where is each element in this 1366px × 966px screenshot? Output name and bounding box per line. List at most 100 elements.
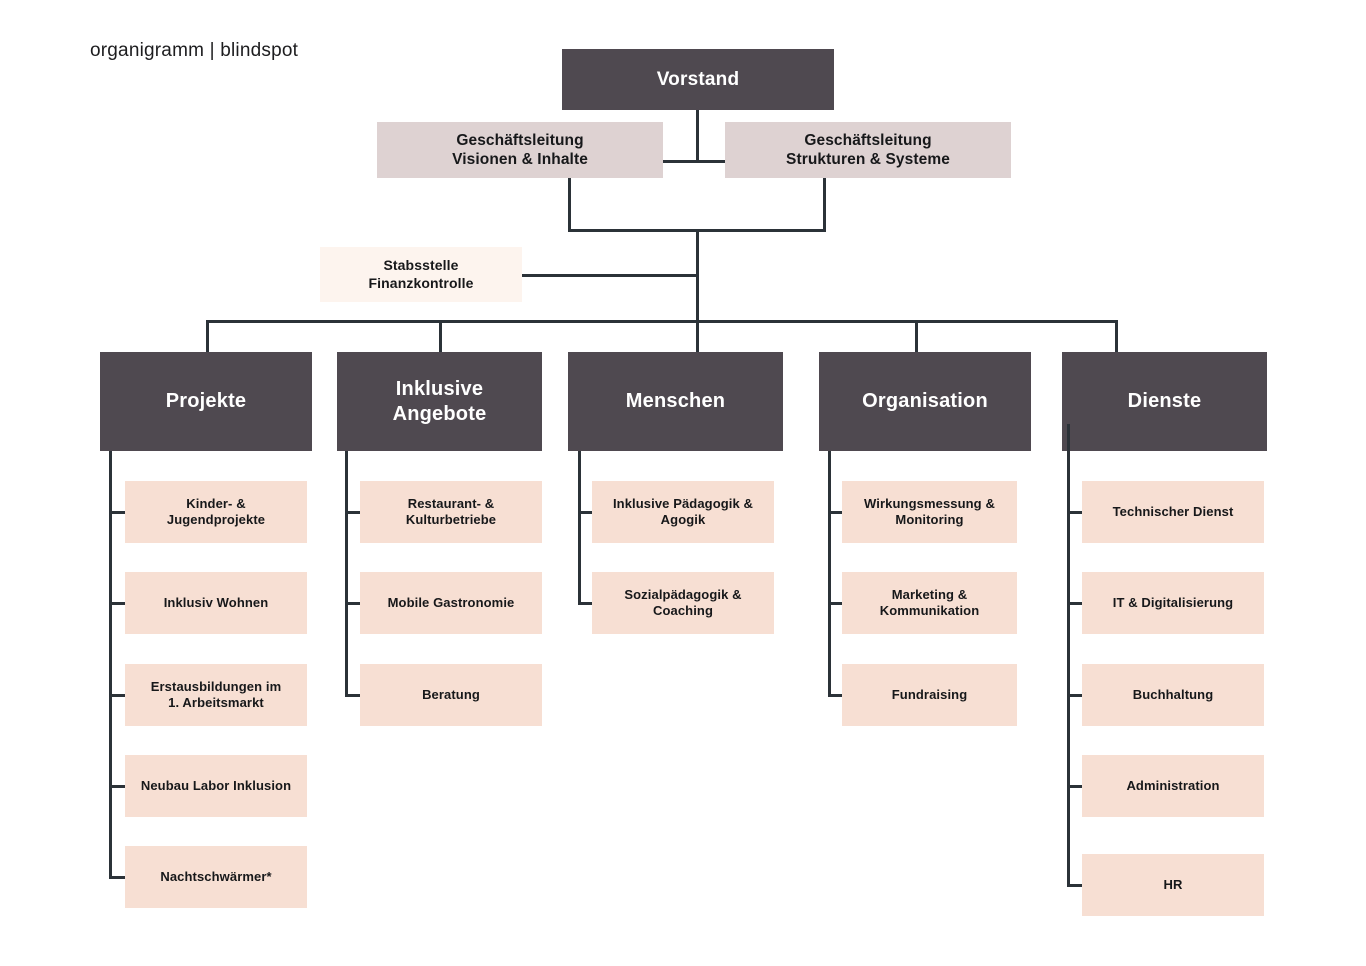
dept-0-title-line1: Projekte xyxy=(165,390,247,412)
exec-1-line1: Geschäftsleitung xyxy=(804,131,932,149)
staff-line2: Finanzkontrolle xyxy=(368,274,474,291)
connector-stub-inklusive-angebote-2 xyxy=(345,694,363,697)
exec-1-line2: Strukturen & Systeme xyxy=(786,151,950,168)
box-department-menschen[interactable]: Menschen xyxy=(568,352,783,451)
box-item-organisation-0[interactable]: Wirkungsmessung & Monitoring xyxy=(842,481,1017,543)
connector-stub-projekte-0 xyxy=(109,511,127,514)
box-item-menschen-1[interactable]: Sozialpädagogik & Coaching xyxy=(592,572,774,634)
box-department-projekte[interactable]: Projekte xyxy=(100,352,312,451)
box-item-organisation-1[interactable]: Marketing & Kommunikation xyxy=(842,572,1017,634)
connector-staff-link xyxy=(521,274,699,277)
dept-0-item-3-line1: Neubau Labor Inklusion xyxy=(140,777,292,793)
connector-stub-menschen-0 xyxy=(578,511,596,514)
dept-4-title-line1: Dienste xyxy=(1127,390,1202,412)
connector-drop-menschen xyxy=(696,320,699,352)
dept-0-item-2-line2: 1. Arbeitsmarkt xyxy=(168,695,264,710)
connector-stub-dienste-4 xyxy=(1067,884,1085,887)
dept-0-item-4-line1: Nachtschwärmer* xyxy=(160,868,272,884)
box-item-dienste-2[interactable]: Buchhaltung xyxy=(1082,664,1264,726)
dept-1-item-1-line1: Mobile Gastronomie xyxy=(387,594,515,610)
connector-drop-dienste xyxy=(1115,320,1118,352)
box-item-organisation-2[interactable]: Fundraising xyxy=(842,664,1017,726)
connector-stub-inklusive-angebote-1 xyxy=(345,602,363,605)
box-item-dienste-3[interactable]: Administration xyxy=(1082,755,1264,817)
box-department-inklusive-angebote[interactable]: Inklusive Angebote xyxy=(337,352,542,451)
box-department-dienste[interactable]: Dienste xyxy=(1062,352,1267,451)
connector-exec-bar xyxy=(662,160,736,163)
dept-1-title-line2: Angebote xyxy=(392,402,487,425)
connector-drop-projekte xyxy=(206,320,209,352)
box-geschaeftsleitung-strukturen-systeme[interactable]: Geschäftsleitung Strukturen & Systeme xyxy=(725,122,1011,178)
connector-exec-right-down xyxy=(823,178,826,231)
dept-0-item-0-line1: Kinder- & xyxy=(186,495,246,511)
connector-drop-inklusive-angebote xyxy=(439,320,442,352)
dept-3-title-line1: Organisation xyxy=(862,390,988,412)
connector-department-bus xyxy=(206,320,1118,323)
connector-stub-dienste-1 xyxy=(1067,602,1085,605)
connector-stub-projekte-2 xyxy=(109,694,127,697)
dept-4-item-1-line1: IT & Digitalisierung xyxy=(1112,594,1234,610)
connector-trunk-dienste xyxy=(1067,424,1070,886)
exec-0-line1: Geschäftsleitung xyxy=(456,131,584,149)
connector-stub-inklusive-angebote-0 xyxy=(345,511,363,514)
exec-0-line2: Visionen & Inhalte xyxy=(452,151,588,168)
dept-3-item-1-line1: Marketing & xyxy=(891,586,968,602)
box-item-menschen-0[interactable]: Inklusive Pädagogik & Agogik xyxy=(592,481,774,543)
box-item-projekte-0[interactable]: Kinder- & Jugendprojekte xyxy=(125,481,307,543)
dept-4-item-0-line1: Technischer Dienst xyxy=(1112,503,1234,519)
connector-trunk-menschen xyxy=(578,451,581,604)
dept-1-title-line1: Inklusive xyxy=(395,377,484,400)
dept-1-item-0-line1: Restaurant- & xyxy=(407,495,495,511)
dept-2-item-0-line1: Inklusive Pädagogik & xyxy=(612,495,754,511)
connector-exec-left-down xyxy=(568,178,571,231)
connector-stub-projekte-4 xyxy=(109,876,127,879)
connector-stub-projekte-3 xyxy=(109,785,127,788)
dept-1-item-0-line2: Kulturbetriebe xyxy=(405,512,497,527)
box-item-dienste-0[interactable]: Technischer Dienst xyxy=(1082,481,1264,543)
box-vorstand-label: Vorstand xyxy=(656,68,740,90)
connector-stub-organisation-1 xyxy=(828,602,846,605)
connector-stub-menschen-1 xyxy=(578,602,596,605)
page-title: organigramm | blindspot xyxy=(90,40,299,61)
box-department-organisation[interactable]: Organisation xyxy=(819,352,1031,451)
dept-3-item-1-line2: Kommunikation xyxy=(879,603,980,618)
dept-0-item-1-line1: Inklusiv Wohnen xyxy=(163,594,269,610)
dept-3-item-0-line2: Monitoring xyxy=(895,512,964,527)
dept-2-title-line1: Menschen xyxy=(625,390,726,412)
box-vorstand[interactable]: Vorstand xyxy=(562,49,834,110)
connector-trunk-inklusive-angebote xyxy=(345,451,348,696)
connector-stub-projekte-1 xyxy=(109,602,127,605)
connector-drop-organisation xyxy=(915,320,918,352)
dept-4-item-4-line1: HR xyxy=(1163,876,1183,892)
box-item-projekte-3[interactable]: Neubau Labor Inklusion xyxy=(125,755,307,817)
dept-3-item-0-line1: Wirkungsmessung & xyxy=(864,495,995,511)
dept-2-item-1-line1: Sozialpädagogik & xyxy=(624,586,742,602)
box-item-dienste-1[interactable]: IT & Digitalisierung xyxy=(1082,572,1264,634)
box-geschaeftsleitung-visionen-inhalte[interactable]: Geschäftsleitung Visionen & Inhalte xyxy=(377,122,663,178)
dept-1-item-2-line1: Beratung xyxy=(422,686,480,702)
box-item-projekte-1[interactable]: Inklusiv Wohnen xyxy=(125,572,307,634)
dept-4-item-2-line1: Buchhaltung xyxy=(1132,686,1214,702)
dept-4-item-3-line1: Administration xyxy=(1126,777,1220,793)
box-item-projekte-4[interactable]: Nachtschwärmer* xyxy=(125,846,307,908)
dept-2-item-1-line2: Coaching xyxy=(652,603,714,618)
dept-3-item-2-line1: Fundraising xyxy=(891,686,968,702)
connector-stub-organisation-0 xyxy=(828,511,846,514)
box-item-inklusive-angebote-2[interactable]: Beratung xyxy=(360,664,542,726)
box-item-inklusive-angebote-1[interactable]: Mobile Gastronomie xyxy=(360,572,542,634)
connector-stub-dienste-2 xyxy=(1067,694,1085,697)
dept-2-item-0-line2: Agogik xyxy=(660,512,706,527)
connector-stub-dienste-0 xyxy=(1067,511,1085,514)
staff-line1: Stabsstelle xyxy=(383,257,459,273)
box-item-dienste-4[interactable]: HR xyxy=(1082,854,1264,916)
dept-0-item-0-line2: Jugendprojekte xyxy=(166,512,266,527)
connector-stub-organisation-2 xyxy=(828,694,846,697)
connector-trunk-organisation xyxy=(828,451,831,696)
box-stabsstelle-finanzkontrolle[interactable]: Stabsstelle Finanzkontrolle xyxy=(320,247,522,302)
connector-trunk-projekte xyxy=(109,451,112,878)
box-item-inklusive-angebote-0[interactable]: Restaurant- & Kulturbetriebe xyxy=(360,481,542,543)
connector-stub-dienste-3 xyxy=(1067,785,1085,788)
box-item-projekte-2[interactable]: Erstausbildungen im 1. Arbeitsmarkt xyxy=(125,664,307,726)
connector-vorstand-down xyxy=(696,110,699,162)
